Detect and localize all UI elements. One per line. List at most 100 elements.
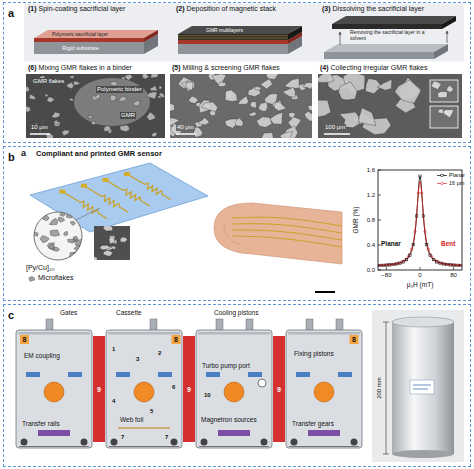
illustration-polygon <box>104 126 111 131</box>
illustration-polygon <box>159 86 162 90</box>
illustration-polygon <box>118 97 126 102</box>
illustration-polygon <box>147 112 156 121</box>
illustration-rect <box>158 372 172 377</box>
illustration-polygon <box>186 82 193 91</box>
illustration-circle <box>261 439 268 446</box>
illustration-polygon <box>303 83 312 90</box>
legend-entry: 16 μm <box>437 180 464 186</box>
layer-label: Polymeric sacrificial layer <box>52 32 108 38</box>
illustration-rect <box>198 332 270 335</box>
illustration-line <box>386 267 387 270</box>
callout-number: 9 <box>277 386 281 394</box>
illustration-polygon <box>288 26 302 40</box>
illustration-path <box>378 176 462 265</box>
illustration-line <box>453 267 454 270</box>
part-label: Magnetron sources <box>201 416 257 423</box>
illustration-polygon <box>91 121 96 125</box>
illustration-line <box>447 31 448 43</box>
illustration-polygon <box>68 239 75 243</box>
illustration-polygon <box>199 118 209 125</box>
illustration-ellipse <box>392 450 454 458</box>
illustration-rect <box>288 332 360 335</box>
step-title: Mixing GMR flakes in a binder <box>39 64 132 72</box>
axis-tick: 1.2 <box>367 192 375 199</box>
illustration-polygon <box>377 79 392 90</box>
illustration-circle <box>410 248 412 250</box>
material-label: [Py/Cu]₂₀ <box>26 264 55 272</box>
illustration-polygon <box>103 250 113 256</box>
illustration-rect <box>296 372 310 377</box>
illustration-polygon <box>260 79 272 89</box>
illustration-rect <box>206 372 220 377</box>
step-number: (1) <box>28 5 37 13</box>
axis-tick: 0.4 <box>367 242 375 249</box>
illustration-polygon <box>147 92 158 99</box>
illustration-polygon <box>30 163 208 232</box>
illustration-path <box>127 174 171 199</box>
illustration-circle <box>380 264 382 266</box>
illustration-polygon <box>248 86 261 96</box>
micrograph <box>26 74 165 138</box>
illustration-line <box>378 220 381 221</box>
axis-tick: 0.8 <box>367 217 375 224</box>
axis-tick: 0.0 <box>367 267 375 274</box>
part-label: EM coupling <box>24 352 60 359</box>
illustration-polygon <box>258 102 267 112</box>
step-number: (5) <box>172 64 181 72</box>
callout-number: 8 <box>352 336 356 344</box>
illustration-rect <box>426 243 428 245</box>
image-label: GMR flakes <box>32 78 65 85</box>
scale-bar <box>324 133 350 135</box>
axis-title: μ₀H (mT) <box>407 281 434 288</box>
illustration-path <box>378 181 462 265</box>
sensor-illustration <box>29 163 208 281</box>
illustration-polygon <box>304 111 312 121</box>
illustration-polygon <box>212 74 226 86</box>
illustration-polygon <box>434 44 448 59</box>
illustration-polygon <box>58 217 64 222</box>
illustration-line <box>378 170 381 171</box>
illustration-path <box>214 203 342 264</box>
illustration-rect <box>116 372 130 377</box>
step-number: (4) <box>320 64 329 72</box>
illustration-polygon <box>250 101 256 108</box>
illustration-polygon <box>70 98 74 101</box>
illustration-rect <box>218 430 250 436</box>
callout-number: 7 <box>165 434 168 441</box>
scale-bar-label: 10 μm <box>30 124 49 131</box>
illustration-line <box>289 446 359 447</box>
callout-number: 4 <box>112 398 115 405</box>
illustration-polygon <box>142 74 149 79</box>
illustration-circle <box>427 248 429 250</box>
illustration-polygon <box>182 81 195 91</box>
illustration-circle <box>420 192 422 194</box>
illustration-rect <box>172 335 181 344</box>
illustration-polygon <box>100 245 110 250</box>
part-label: Fixing pistons <box>294 350 334 357</box>
illustration-rect <box>34 42 144 54</box>
illustration-polygon <box>446 85 453 92</box>
legend-text: Planar <box>449 172 465 178</box>
illustration-polygon <box>32 212 39 218</box>
illustration-circle <box>81 439 88 446</box>
illustration-polygon <box>194 127 203 138</box>
callout-number: 8 <box>174 336 178 344</box>
illustration-rect <box>59 190 65 194</box>
illustration-circle <box>201 439 208 446</box>
illustration-rect <box>286 330 362 448</box>
illustration-rect <box>412 243 414 245</box>
illustration-rect <box>308 430 340 436</box>
illustration-circle <box>431 255 433 257</box>
illustration-circle <box>44 382 64 402</box>
callout-number: 1 <box>112 346 115 353</box>
illustration-polygon <box>238 96 249 105</box>
illustration-rect <box>18 332 90 335</box>
axis-tick: 0 <box>418 272 421 279</box>
illustration-polygon <box>284 78 299 88</box>
illustration-rect <box>422 215 424 217</box>
illustration-polygon <box>50 230 60 236</box>
illustration-rect <box>124 172 130 176</box>
illustration-circle <box>434 259 436 261</box>
illustration-polygon <box>324 44 448 52</box>
illustration-line <box>178 37 288 38</box>
